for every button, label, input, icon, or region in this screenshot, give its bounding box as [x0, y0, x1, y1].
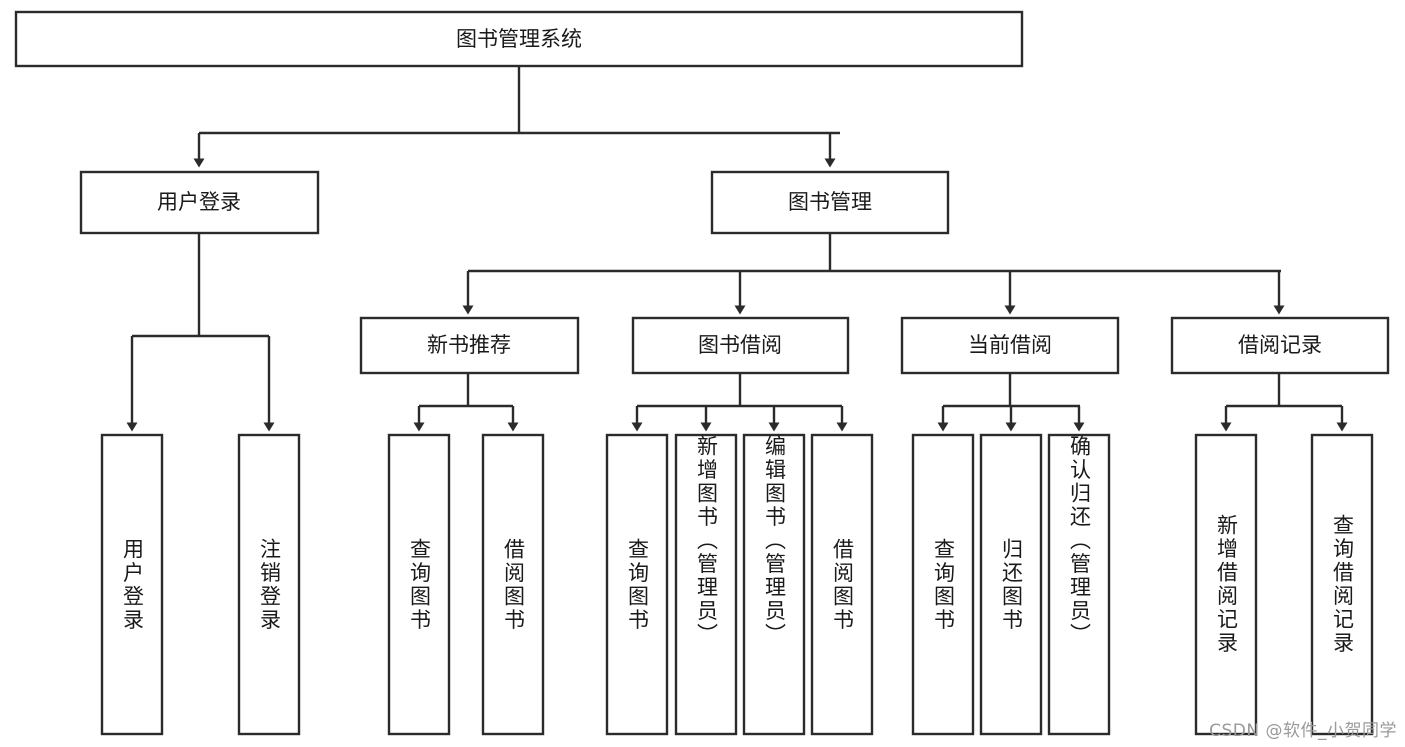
node-user-login-label: 用户登录 [157, 190, 241, 214]
connectors-root-to-level2 [193, 66, 840, 168]
node-book-management-label: 图书管理 [788, 190, 872, 214]
leaf-add-record-box[interactable] [1194, 433, 1258, 736]
connectors-book-borrow-to-leaves [631, 373, 848, 432]
node-user-login[interactable]: 用户登录 [79, 170, 320, 235]
leaf-edit-book-box[interactable] [742, 433, 806, 736]
leaf-logout-login-box[interactable] [237, 433, 301, 736]
node-new-book-recommend-label: 新书推荐 [427, 333, 511, 357]
leaf-borrow-book-1-box[interactable] [481, 433, 545, 736]
connectors-borrow-record-to-leaves [1220, 373, 1348, 432]
leaf-borrow-book-2-box[interactable] [810, 433, 874, 736]
node-book-management-box[interactable] [710, 170, 950, 235]
leaf-query-book-3-box[interactable] [911, 433, 975, 736]
connectors-current-borrow-to-leaves [937, 373, 1085, 432]
watermark-text: CSDN @软件_小贺同学 [1209, 721, 1397, 741]
node-book-borrow-box[interactable] [631, 316, 850, 375]
leaf-return-book-box[interactable] [979, 433, 1043, 736]
connectors-user-login-to-leaves [126, 233, 275, 432]
node-book-borrow[interactable]: 图书借阅 [631, 316, 850, 375]
leaf-add-book-box[interactable] [674, 433, 738, 736]
node-borrow-record-box[interactable] [1170, 316, 1390, 375]
leaf-boxes-user-login [100, 433, 301, 736]
node-book-management[interactable]: 图书管理 [710, 170, 950, 235]
node-root-box[interactable] [14, 10, 1024, 68]
node-current-borrow-box[interactable] [900, 316, 1120, 375]
leaf-boxes-current-borrow [911, 433, 1111, 736]
node-current-borrow[interactable]: 当前借阅 [900, 316, 1120, 375]
leaf-boxes-borrow-record [1194, 433, 1374, 736]
node-root[interactable]: 图书管理系统 [14, 10, 1024, 68]
leaf-boxes-new-book-recommend [387, 433, 545, 736]
node-new-book-recommend-box[interactable] [359, 316, 580, 375]
node-book-borrow-label: 图书借阅 [698, 333, 782, 357]
node-current-borrow-label: 当前借阅 [968, 333, 1052, 357]
leaf-query-record-box[interactable] [1310, 433, 1374, 736]
connectors-new-book-recommend-to-leaves [413, 373, 519, 432]
leaf-query-book-2-box[interactable] [605, 433, 669, 736]
node-root-label: 图书管理系统 [456, 27, 582, 51]
connectors-book-management-to-level3 [462, 233, 1285, 315]
node-borrow-record[interactable]: 借阅记录 [1170, 316, 1390, 375]
leaf-user-login-box[interactable] [100, 433, 164, 736]
node-new-book-recommend[interactable]: 新书推荐 [359, 316, 580, 375]
leaf-confirm-return-box[interactable] [1047, 433, 1111, 736]
node-borrow-record-label: 借阅记录 [1238, 333, 1322, 357]
leaf-boxes-book-borrow [605, 433, 874, 736]
node-user-login-box[interactable] [79, 170, 320, 235]
leaf-query-book-1-box[interactable] [387, 433, 451, 736]
